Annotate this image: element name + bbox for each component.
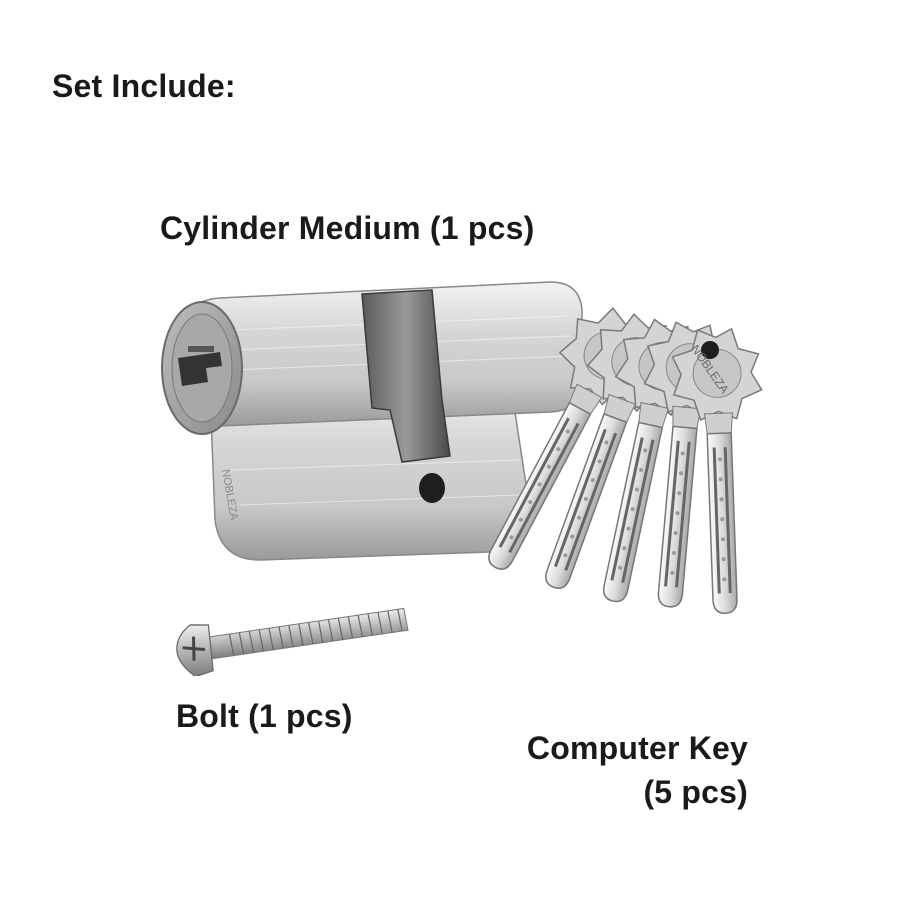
key-icon: NOBLEZA <box>455 295 771 616</box>
keys-label-line2: (5 pcs) <box>643 774 748 810</box>
key-ring-hole <box>701 341 719 359</box>
keys-label: Computer Key (5 pcs) <box>500 726 748 814</box>
cylinder-label: Cylinder Medium (1 pcs) <box>160 210 535 246</box>
lock-cylinder-icon: NOBLEZA <box>161 281 583 561</box>
screw-icon <box>176 607 409 676</box>
page-title: Set Include: <box>52 68 236 104</box>
keys-label-line1: Computer Key <box>526 730 748 766</box>
screw-hole <box>419 473 445 503</box>
bolt-thread <box>228 608 403 656</box>
cam <box>361 289 451 463</box>
bolt-label: Bolt (1 pcs) <box>176 698 353 734</box>
keyway-slot <box>178 352 222 386</box>
